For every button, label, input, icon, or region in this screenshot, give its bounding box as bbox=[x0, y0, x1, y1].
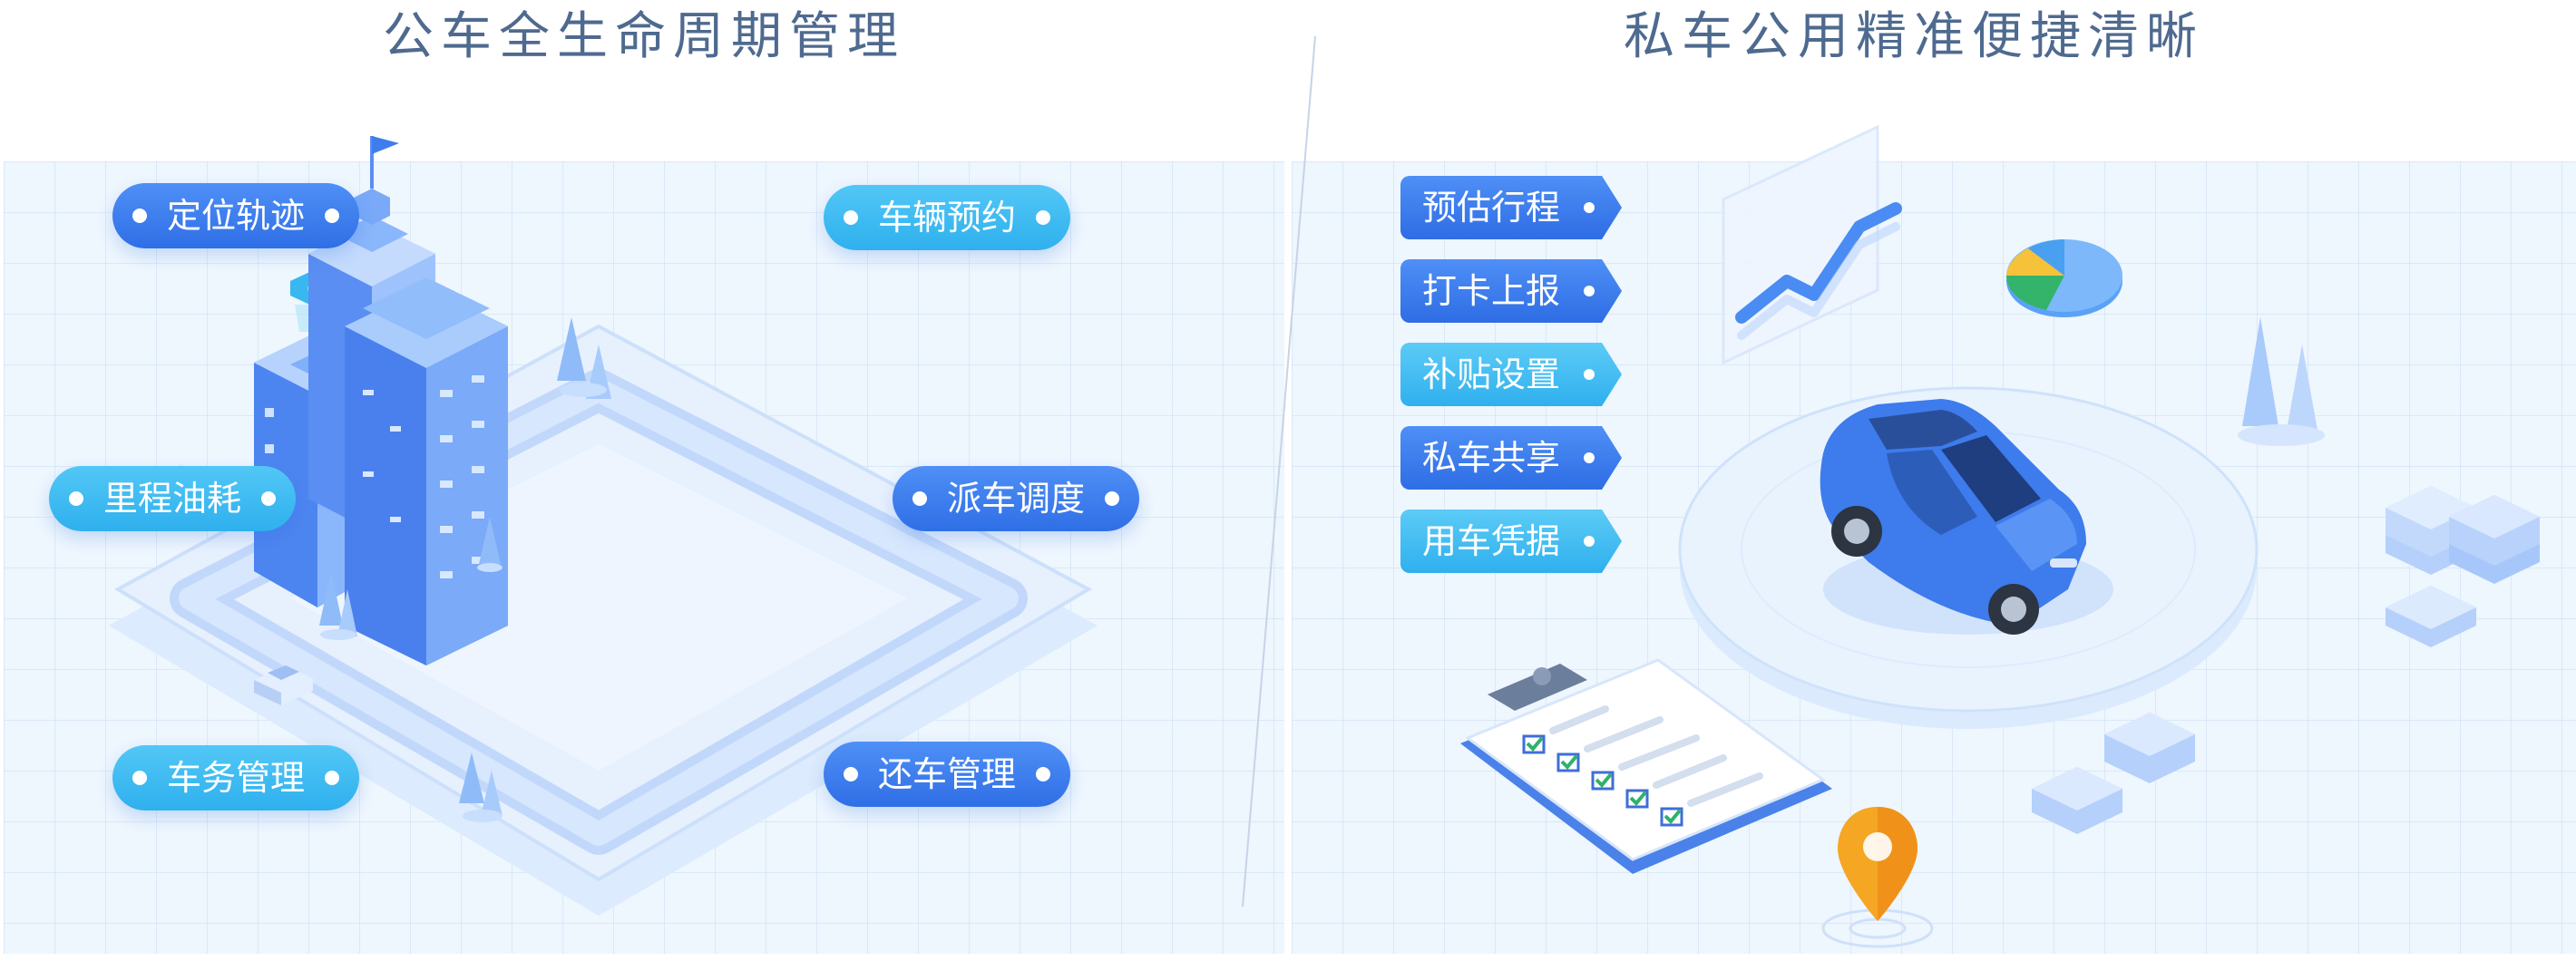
pill-dot bbox=[261, 491, 276, 506]
pill-label: 定位轨迹 bbox=[166, 196, 305, 236]
feature-pill-vehicle-booking[interactable]: 车辆预约 bbox=[824, 185, 1070, 250]
car-platform-illustration bbox=[1678, 386, 2259, 729]
pill-label: 还车管理 bbox=[877, 754, 1016, 794]
car-icon bbox=[1820, 399, 2113, 635]
tag-label: 预估行程 bbox=[1422, 188, 1561, 228]
pill-dot bbox=[912, 491, 927, 506]
pill-dot bbox=[1036, 210, 1050, 225]
pie-chart-icon bbox=[2006, 239, 2122, 317]
tag-dot bbox=[1584, 286, 1595, 296]
chart-icon bbox=[1722, 124, 1902, 365]
pill-dot bbox=[132, 209, 147, 223]
pill-dot bbox=[132, 771, 147, 785]
tree-icon bbox=[459, 752, 503, 822]
tree-icon bbox=[2238, 317, 2325, 446]
feature-tag-private-car-sharing[interactable]: 私车共享 bbox=[1400, 426, 1622, 490]
pill-label: 车务管理 bbox=[166, 758, 305, 798]
tag-label: 打卡上报 bbox=[1422, 271, 1561, 311]
clipboard-icon bbox=[1460, 658, 1832, 874]
tag-dot bbox=[1584, 452, 1595, 463]
tag-dot bbox=[1584, 369, 1595, 380]
feature-pill-mileage-fuel[interactable]: 里程油耗 bbox=[49, 466, 296, 531]
right-section-title: 私车公用精准便捷清晰 bbox=[1624, 7, 2204, 66]
car-icon bbox=[254, 665, 313, 705]
pill-dot bbox=[1036, 767, 1050, 781]
tag-dot bbox=[1584, 202, 1595, 213]
feature-pill-vehicle-affairs[interactable]: 车务管理 bbox=[112, 745, 359, 811]
tag-label: 用车凭据 bbox=[1422, 521, 1561, 561]
pill-dot bbox=[844, 767, 858, 781]
location-pin-icon bbox=[1821, 807, 1934, 948]
feature-tag-subsidy-settings[interactable]: 补贴设置 bbox=[1400, 343, 1622, 406]
feature-pill-dispatch[interactable]: 派车调度 bbox=[893, 466, 1139, 531]
tag-label: 补贴设置 bbox=[1422, 354, 1561, 394]
tree-icon bbox=[557, 317, 611, 399]
pill-label: 里程油耗 bbox=[102, 479, 241, 519]
feature-tag-checkin-report[interactable]: 打卡上报 bbox=[1400, 259, 1622, 323]
feature-tag-usage-voucher[interactable]: 用车凭据 bbox=[1400, 510, 1622, 573]
server-stack-icon bbox=[2032, 713, 2195, 834]
building-icon bbox=[345, 277, 508, 665]
pill-label: 派车调度 bbox=[946, 479, 1085, 519]
pill-dot bbox=[1105, 491, 1119, 506]
feature-pill-return-vehicle[interactable]: 还车管理 bbox=[824, 742, 1070, 807]
tag-label: 私车共享 bbox=[1422, 438, 1561, 478]
left-section-title: 公车全生命周期管理 bbox=[383, 7, 905, 66]
divider-line bbox=[1242, 36, 1316, 907]
pill-label: 车辆预约 bbox=[877, 198, 1016, 238]
tag-dot bbox=[1584, 536, 1595, 547]
server-stack-icon bbox=[2386, 486, 2540, 647]
pill-dot bbox=[325, 771, 339, 785]
tree-icon bbox=[319, 571, 357, 640]
city-platform-illustration bbox=[109, 136, 1098, 916]
pill-dot bbox=[69, 491, 83, 506]
pill-dot bbox=[844, 210, 858, 225]
pill-dot bbox=[325, 209, 339, 223]
feature-tag-estimate-trip[interactable]: 预估行程 bbox=[1400, 176, 1622, 239]
feature-pill-location-track[interactable]: 定位轨迹 bbox=[112, 183, 359, 248]
tree-icon bbox=[477, 517, 503, 572]
